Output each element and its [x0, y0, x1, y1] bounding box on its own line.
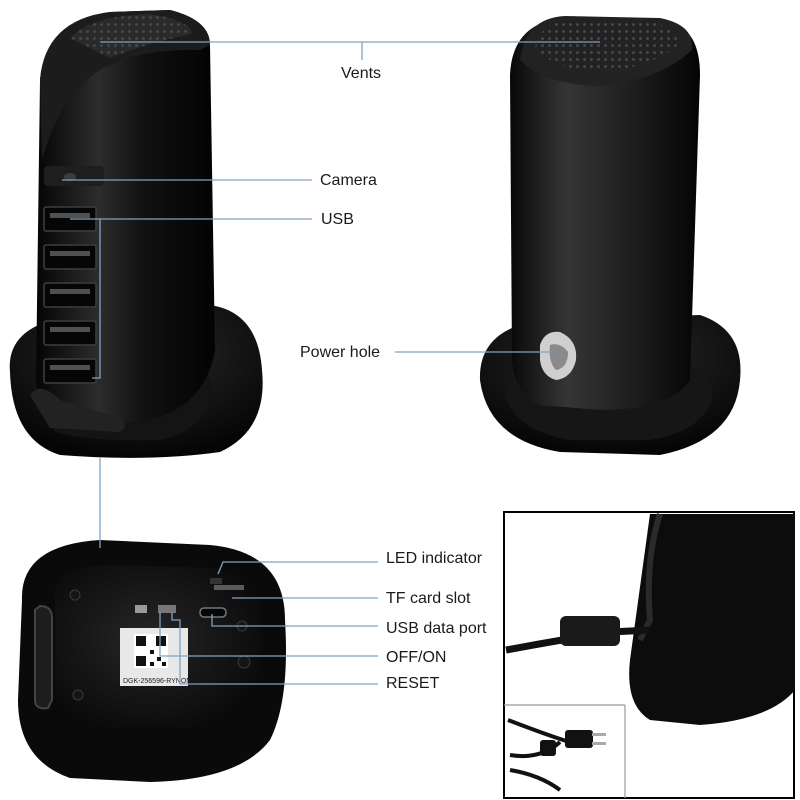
- led-callout-line: [217, 561, 378, 575]
- off-on-callout-line: [159, 612, 378, 657]
- usb-bracket-line: [92, 219, 101, 379]
- serial-number-text: DGK-256596-RYNON: [123, 678, 191, 685]
- off-on-switch: [135, 605, 147, 613]
- usb-data-port-slot: [199, 607, 227, 618]
- reset-label: RESET: [386, 675, 440, 692]
- camera-lens-icon: [64, 173, 76, 181]
- led-indicator-label: LED indicator: [386, 550, 483, 567]
- inset-tower-body: [629, 514, 795, 725]
- usb-port: [43, 358, 97, 384]
- back-tower-view: [479, 16, 741, 455]
- usb-port: [43, 244, 97, 270]
- tf-card-slot: [214, 585, 244, 590]
- usb-label: USB: [321, 211, 354, 228]
- power-hole-label: Power hole: [300, 344, 381, 361]
- vents-label: Vents: [341, 65, 382, 82]
- camera-label: Camera: [320, 172, 377, 189]
- usb-port: [43, 320, 97, 346]
- callout-lines: [62, 41, 600, 685]
- cable-handle: [34, 604, 53, 710]
- front-tower-view: [9, 10, 263, 458]
- wall-plug: [565, 730, 593, 748]
- front-vents-grille: [70, 14, 192, 58]
- tf-card-slot-label: TF card slot: [386, 590, 471, 607]
- reset-callout-line: [171, 612, 378, 685]
- cord-plug-connector: [560, 616, 620, 646]
- reset-button: [158, 605, 176, 613]
- power-cable-inset: [503, 511, 795, 799]
- back-vents-grille: [535, 20, 679, 72]
- back-tower-body: [510, 18, 700, 410]
- off-on-label: OFF/ON: [386, 649, 447, 666]
- usb-data-callout-line: [211, 614, 378, 627]
- front-tower-body: [36, 10, 215, 422]
- usb-data-port-label: USB data port: [386, 620, 487, 637]
- usb-port: [43, 282, 97, 308]
- bottom-view: DGK-256596-RYNON: [18, 540, 286, 782]
